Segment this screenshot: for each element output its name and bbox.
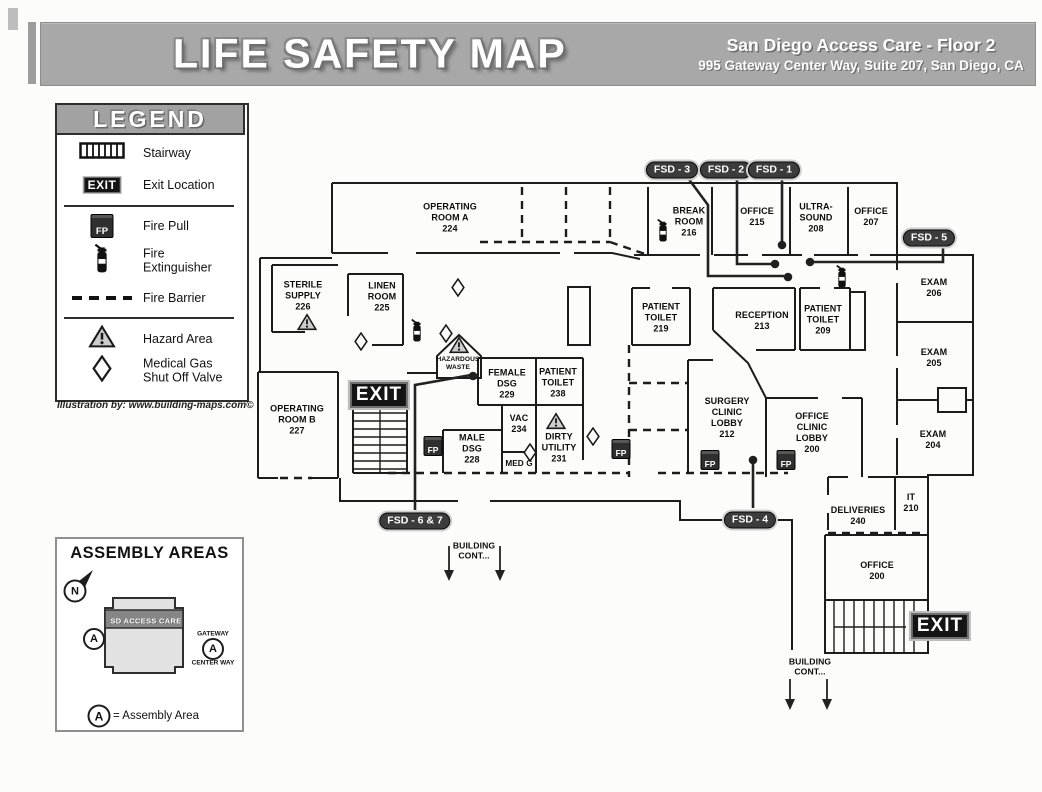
legend-divider — [64, 317, 234, 319]
legend-fire-barrier-label: Fire Barrier — [143, 290, 206, 305]
fire-barrier-lines — [280, 187, 920, 535]
room-label-exam-204: EXAM 204 — [919, 429, 947, 450]
walls — [257, 182, 974, 654]
legend-extinguisher-label: Fire Extinguisher — [143, 246, 212, 275]
room-label-office-215: OFFICE 215 — [740, 206, 774, 227]
room-label-patient-toilet-238: PATIENT TOILET 238 — [539, 366, 577, 399]
room-label-ultrasound: ULTRA- SOUND 208 — [799, 201, 833, 234]
room-label-male-dsg: MALE DSG 228 — [459, 432, 485, 465]
site-name: San Diego Access Care - Floor 2 — [726, 35, 996, 55]
medical-gas-valve-icon — [586, 427, 600, 446]
assembly-building-band — [104, 609, 184, 629]
fsd-dots — [468, 240, 815, 465]
header-bar: LIFE SAFETY MAP San Diego Access Care - … — [40, 22, 1036, 86]
fsd-tag-3: FSD - 3 — [645, 161, 699, 179]
room-label-office-lobby: OFFICE CLINIC LOBBY 200 — [795, 411, 829, 454]
room-label-vac: VAC 234 — [509, 413, 529, 434]
fire-pull-icon: FP — [776, 450, 796, 470]
header-edge-strip — [28, 22, 36, 84]
assembly-area-marker: A — [87, 704, 111, 728]
medical-gas-valve-icon — [354, 332, 368, 351]
room-label-office-207: OFFICE 207 — [854, 206, 888, 227]
page-title: LIFE SAFETY MAP — [173, 30, 567, 77]
room-label-office-200: OFFICE 200 — [860, 560, 894, 581]
room-label-reception: RECEPTION 213 — [735, 310, 789, 331]
site-address: 995 Gateway Center Way, Suite 207, San D… — [698, 58, 1024, 73]
assembly-areas-panel: ASSEMBLY AREAS N SD ACCESS CARE A GATEWA… — [55, 537, 244, 732]
legend-panel: LEGEND Stairway EXIT Exit Location FP Fi… — [55, 103, 249, 402]
medical-gas-valve-icon — [451, 278, 465, 297]
room-label-operating-b: OPERATING ROOM B 227 — [270, 403, 324, 436]
room-label-surgery-lobby: SURGERY CLINIC LOBBY 212 — [704, 396, 750, 439]
room-label-break-room: BREAK ROOM 216 — [672, 205, 706, 238]
legend-divider — [64, 205, 234, 207]
room-label-female-dsg: FEMALE DSG 229 — [488, 367, 526, 400]
assembly-area-marker: A — [202, 638, 224, 660]
illustration-credit: Illustration by: www.building-maps.com© — [57, 400, 254, 411]
room-label-operating-a: OPERATING ROOM A 224 — [423, 201, 477, 234]
room-label-linen: LINEN ROOM 225 — [367, 280, 397, 313]
room-label-patient-toilet-219: PATIENT TOILET 219 — [642, 301, 680, 334]
compass-icon: N — [63, 579, 87, 603]
assembly-key-text: = Assembly Area — [113, 710, 199, 722]
street-name-top: GATEWAY — [197, 630, 229, 638]
fire-pull-icon: FP — [611, 439, 631, 459]
hazard-area-icon — [297, 313, 317, 331]
exit-sign-west-stair: EXIT — [347, 380, 411, 410]
fire-extinguisher-icon — [410, 318, 422, 343]
legend-medical-gas-label: Medical Gas Shut Off Valve — [143, 356, 223, 385]
legend-fire-pull-label: Fire Pull — [143, 218, 189, 233]
site-info: San Diego Access Care - Floor 2 995 Gate… — [655, 35, 1042, 73]
assembly-graphics — [79, 570, 184, 674]
room-label-deliveries: DELIVERIES 240 — [830, 505, 886, 526]
legend-title: LEGEND — [55, 103, 245, 135]
fsd-connector-lines — [413, 177, 945, 510]
fire-pull-icon: FP — [90, 214, 114, 238]
fire-extinguisher-icon — [835, 264, 847, 289]
room-label-it: IT 210 — [903, 492, 919, 513]
street-name-bottom: CENTER WAY — [191, 659, 235, 667]
fire-barrier-icon — [70, 289, 134, 307]
scan-artifact — [8, 8, 18, 30]
fire-extinguisher-icon — [656, 218, 668, 243]
exit-sign-southeast-stair: EXIT — [908, 611, 972, 641]
hazard-area-icon — [546, 412, 566, 430]
legend-stairway-label: Stairway — [143, 145, 191, 160]
assembly-building-label: SD ACCESS CARE — [110, 616, 182, 626]
room-label-dirty-utility: DIRTY UTILITY 231 — [541, 431, 577, 464]
stair-treads — [353, 406, 915, 653]
exit-location-icon: EXIT — [82, 176, 122, 194]
legend-hazard-label: Hazard Area — [143, 331, 213, 346]
building-continues-note: BUILDING CONT... — [452, 540, 496, 561]
assembly-area-marker: A — [83, 628, 105, 650]
fsd-tag-4: FSD - 4 — [723, 511, 777, 529]
stairway-icon — [79, 142, 125, 164]
room-label-sterile-supply: STERILE SUPPLY 226 — [283, 279, 323, 312]
fsd-tag-2: FSD - 2 — [699, 161, 753, 179]
room-label-exam-206: EXAM 206 — [920, 277, 948, 298]
building-cont-arrows — [444, 546, 832, 710]
room-label-patient-toilet-209: PATIENT TOILET 209 — [804, 303, 842, 336]
room-label-med-g: MED G — [505, 459, 533, 468]
assembly-title: ASSEMBLY AREAS — [70, 544, 229, 562]
room-label-exam-205: EXAM 205 — [920, 347, 948, 368]
room-label-hazardous-waste: HAZARDOUS WASTE — [436, 355, 480, 371]
fire-pull-icon: FP — [700, 450, 720, 470]
fsd-tag-6-7: FSD - 6 & 7 — [379, 512, 451, 530]
medical-gas-valve-icon — [439, 324, 453, 343]
fsd-tag-1: FSD - 1 — [747, 161, 801, 179]
fire-pull-icon: FP — [423, 436, 443, 456]
legend-exit-label: Exit Location — [143, 177, 215, 192]
building-continues-note: BUILDING CONT... — [788, 656, 832, 677]
fsd-tag-5: FSD - 5 — [902, 229, 956, 247]
